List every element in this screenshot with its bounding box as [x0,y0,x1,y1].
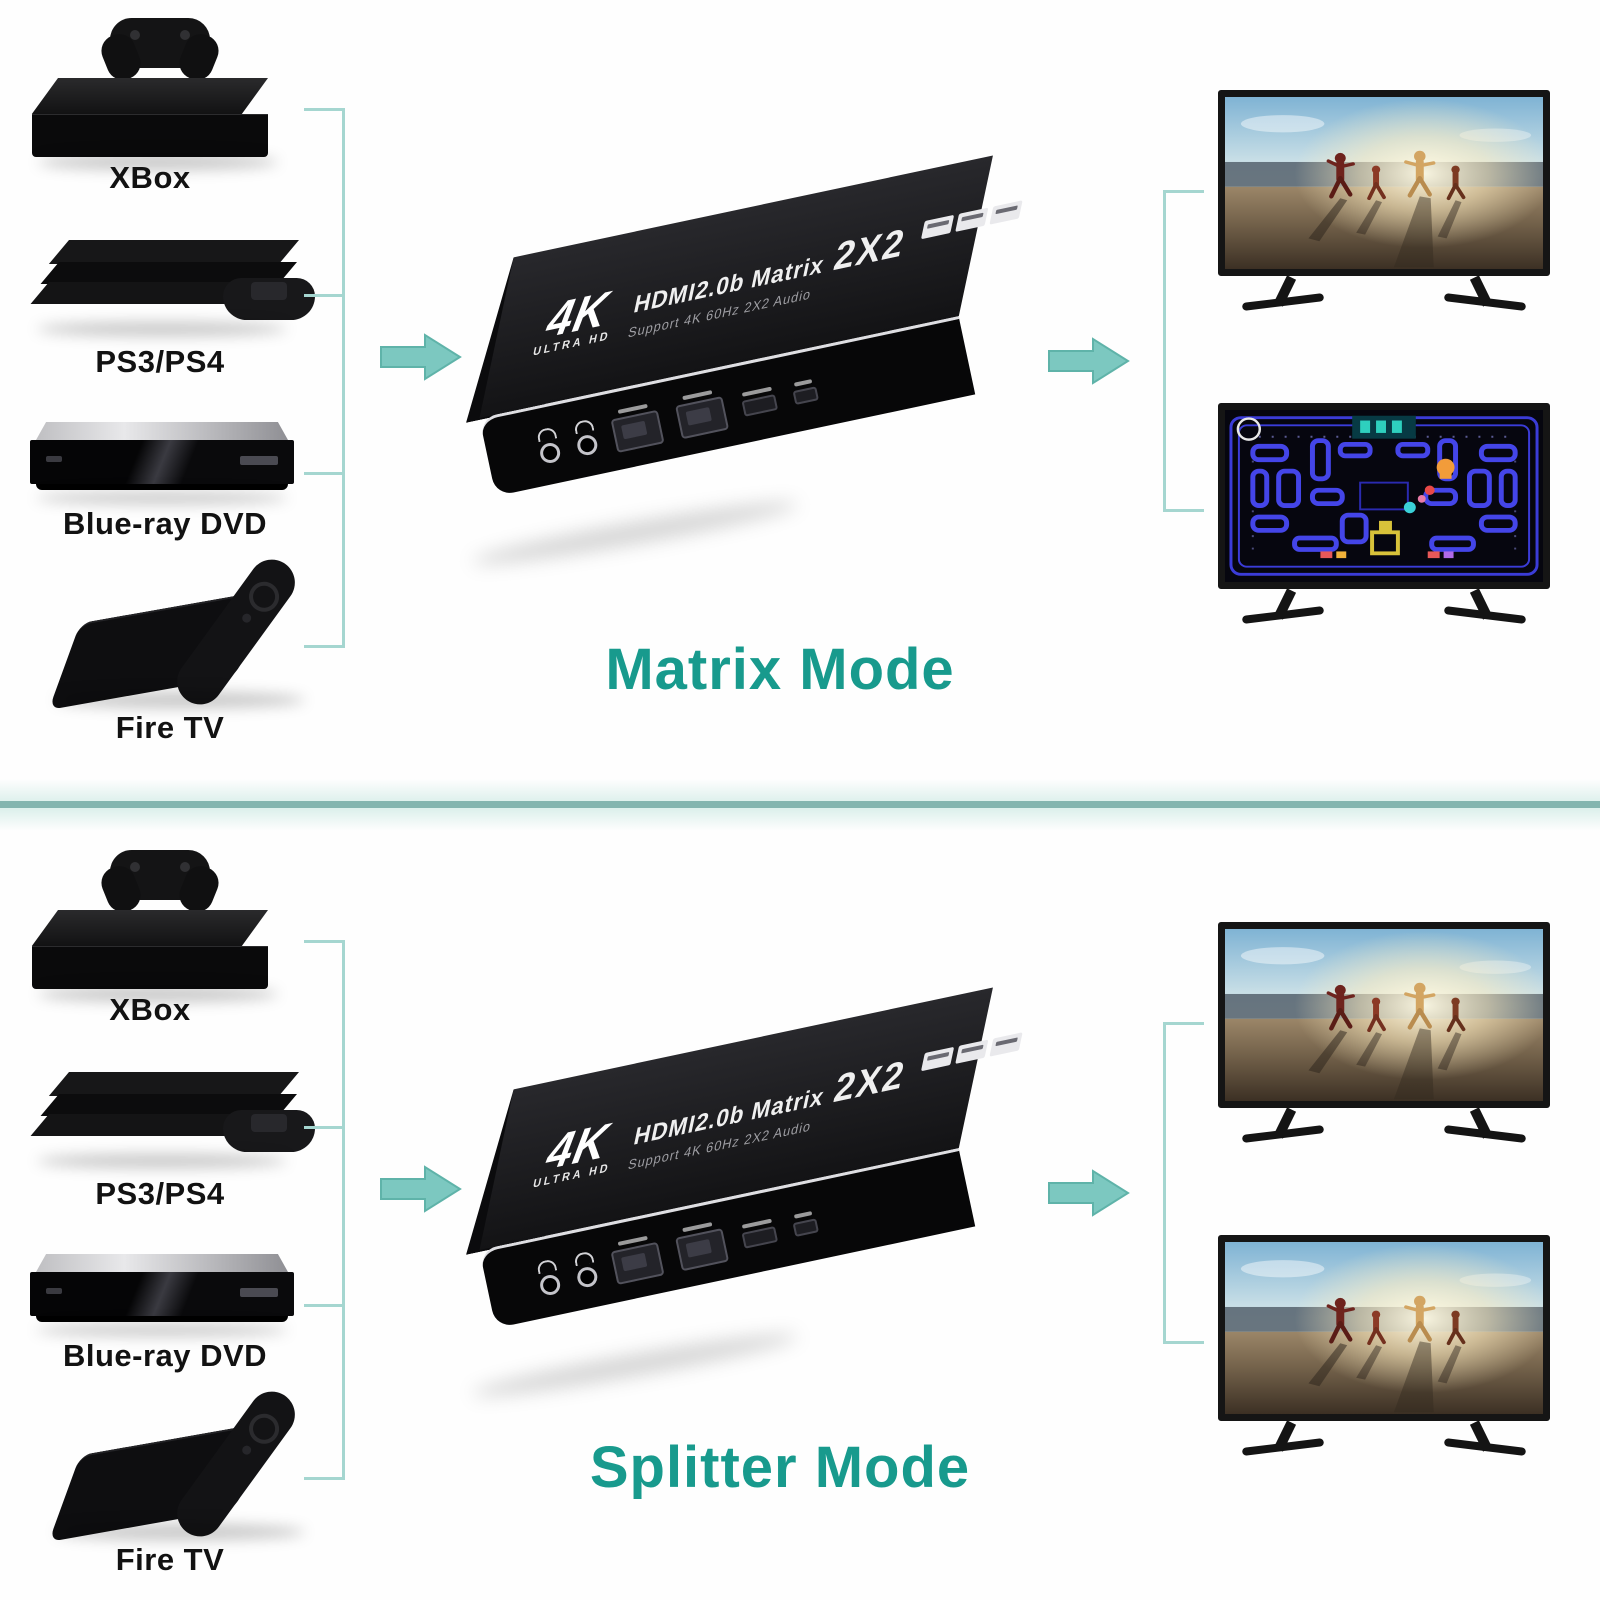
xbox-console-front [32,114,268,157]
certification-logos-icon [920,1031,1023,1071]
certification-logos-icon [920,199,1023,239]
xbox-console-top [31,78,269,114]
outputs-bracket [1163,1022,1204,1344]
bluray-display [240,1288,278,1297]
flow-arrow-right-icon [1048,336,1130,386]
xbox-controller-icon [110,18,210,68]
source-label-firetv: Fire TV [115,1542,225,1577]
shadow [38,154,278,170]
audio-jack-icon [535,1258,562,1297]
source-bluray-player [30,418,300,508]
source-playstation-console [25,226,325,346]
shadow [36,492,288,504]
flow-arrow-right-icon [1048,1168,1130,1218]
tv-screen-beach [1218,90,1550,276]
mode-title-splitter: Splitter Mode [589,1435,971,1500]
shadow [37,1154,287,1168]
hdmi-port-icon [740,1218,778,1249]
xbox-console-front [32,946,268,989]
source-label-bluray: Blue-ray DVD [62,506,268,541]
tv-output-1 [1218,90,1558,320]
sources-bracket [304,108,345,648]
splitter-mode-section: XBox PS3/PS4 Blue-ray DVD Fire T [0,832,1600,1600]
4k-ultra-hd-badge: 4K ULTRA HD [531,1112,614,1191]
matrix-mode-section: XBox PS3/PS4 Blue-ray DVD Fire T [0,0,1600,775]
remote-button [240,1443,253,1457]
bluray-lid [36,1254,288,1272]
hdmi-matrix-device: 4K ULTRA HD HDMI2.0b Matrix2X2 Support 4… [480,987,1023,1405]
hdmi-port-icon [740,386,778,417]
audio-jack-icon [572,1250,600,1289]
optical-port-icon [673,1220,730,1271]
bluray-button [46,1288,62,1294]
mode-title-matrix: Matrix Mode [605,637,955,702]
remote-nav-ring [243,575,286,618]
remote-button [240,611,253,625]
tv-screen-beach [1218,922,1550,1108]
tv-output-2 [1218,403,1558,633]
optical-port-icon [673,388,730,439]
ps4-controller-icon [217,1110,321,1152]
audio-jack-icon [535,426,562,465]
bluray-display [240,456,278,465]
4k-ultra-hd-badge: 4K ULTRA HD [531,280,614,359]
device-title-block: HDMI2.0b Matrix2X2 Support 4K 60Hz 2X2 A… [627,1052,910,1173]
source-label-ps3-ps4: PS3/PS4 [95,1176,225,1211]
shadow [37,322,287,336]
tv-screen-beach [1218,1235,1550,1421]
optical-port-icon [609,1233,665,1285]
source-xbox-console [30,16,290,170]
bluray-base [36,1316,288,1322]
xbox-controller-icon [110,850,210,900]
xbox-console-top [31,910,269,946]
tv-output-2 [1218,1235,1558,1465]
shadow [470,1325,800,1405]
shadow [55,1524,305,1540]
source-fire-tv [35,550,335,714]
sources-bracket [304,940,345,1480]
ps4-tier [48,240,300,264]
ps4-controller-icon [217,278,321,320]
source-bluray-player [30,1250,300,1340]
bluray-base [36,484,288,490]
shadow [38,986,278,1002]
audio-jack-icon [572,418,600,457]
flow-arrow-right-icon [380,1164,462,1214]
shadow [36,1324,288,1336]
source-fire-tv [35,1382,335,1546]
section-divider-line [0,801,1600,808]
tv-screen-pacman [1218,403,1550,589]
bluray-button [46,456,62,462]
source-playstation-console [25,1058,325,1178]
remote-nav-ring [243,1407,286,1450]
tv-output-1 [1218,922,1558,1152]
device-title-block: HDMI2.0b Matrix2X2 Support 4K 60Hz 2X2 A… [627,220,910,341]
optical-port-icon [609,401,665,453]
source-label-ps3-ps4: PS3/PS4 [95,344,225,379]
flow-arrow-right-icon [380,332,462,382]
outputs-bracket [1163,190,1204,512]
hdmi-matrix-device: 4K ULTRA HD HDMI2.0b Matrix2X2 Support 4… [480,155,1023,573]
source-label-firetv: Fire TV [115,710,225,745]
source-label-xbox: XBox [109,160,191,195]
source-xbox-console [30,848,290,1002]
source-label-bluray: Blue-ray DVD [62,1338,268,1373]
shadow [470,493,800,573]
hdmi-port-icon [791,378,819,405]
shadow [55,692,305,708]
ps4-tier [48,1072,300,1096]
hdmi-port-icon [791,1210,819,1237]
source-label-xbox: XBox [109,992,191,1027]
bluray-lid [36,422,288,440]
